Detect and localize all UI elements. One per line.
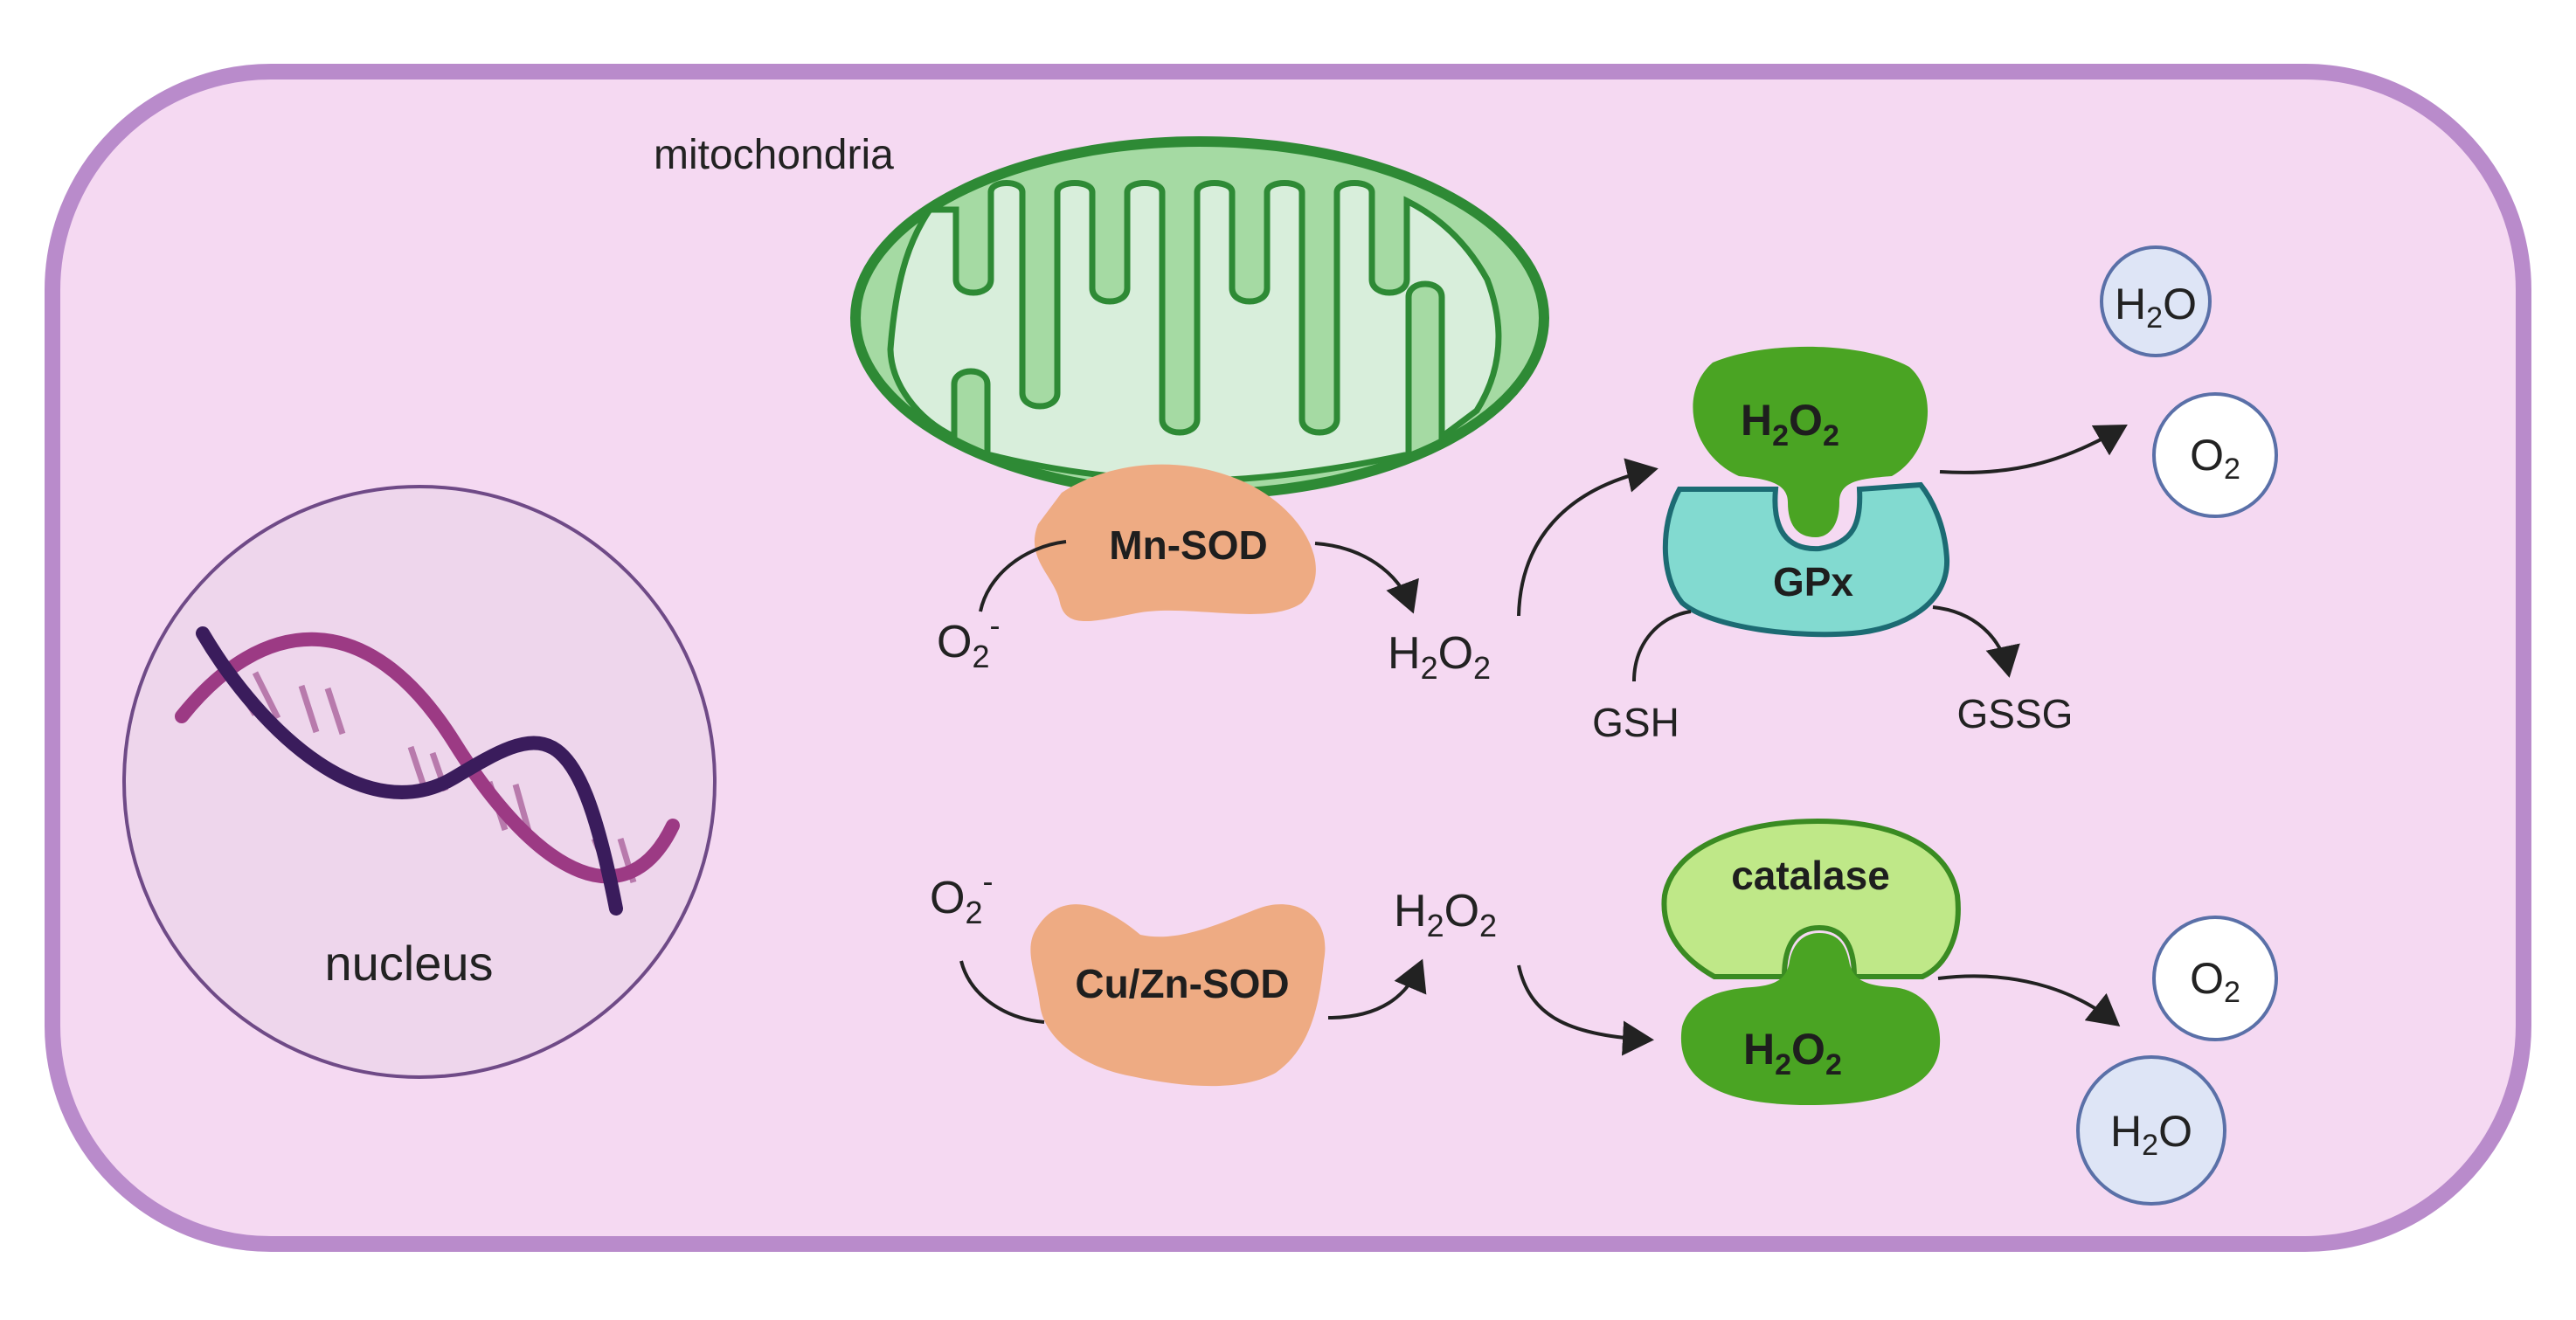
catalase-enzyme — [1661, 818, 1961, 979]
gsh-label: GSH — [1592, 700, 1679, 745]
nucleus-label: nucleus — [324, 936, 493, 991]
superoxide-mito-label: O2- — [937, 607, 1000, 674]
arrow-superoxide-to-cu-zn-sod — [959, 960, 1045, 1024]
gpx-enzyme — [1662, 481, 1950, 638]
cu-zn-sod-label: Cu/Zn-SOD — [1075, 961, 1289, 1006]
gssg-label: GSSG — [1957, 691, 2074, 736]
catalase-complex: catalase H2O2 — [1661, 818, 1961, 1105]
h2o2-mito-label: H2O2 — [1388, 628, 1491, 686]
arrow-h2o2-to-catalase — [1517, 964, 1654, 1056]
gpx-label: GPx — [1773, 559, 1853, 605]
water-bubble-bottom: H2O — [2076, 1055, 2226, 1206]
mitochondrion-icon — [850, 136, 1549, 500]
svg-text:O2: O2 — [2190, 954, 2240, 1009]
h2o2-catalase-label: H2O2 — [1743, 1025, 1842, 1082]
h2o2-substrate-catalase — [1680, 933, 1941, 1105]
arrow-superoxide-to-mn-sod — [979, 540, 1067, 612]
h2o2-cyto-label: H2O2 — [1394, 886, 1497, 943]
superoxide-cyto-label: O2- — [930, 863, 993, 930]
arrow-catalase-to-products — [1937, 974, 2121, 1026]
mn-sod-enzyme — [1034, 464, 1316, 622]
water-bubble-top: H2O — [2100, 245, 2212, 357]
gpx-complex: GPx H2O2 — [1662, 346, 1950, 638]
cu-zn-sod-enzyme — [1030, 904, 1326, 1087]
arrow-gpx-to-gssg — [1932, 605, 2020, 678]
arrow-gpx-to-products — [1939, 424, 2128, 474]
nucleus: nucleus — [122, 485, 717, 1079]
svg-text:O2: O2 — [2190, 431, 2240, 486]
h2o2-gpx-label: H2O2 — [1741, 396, 1839, 453]
oxygen-bubble-top: O2 — [2152, 392, 2278, 518]
arrow-mn-sod-to-h2o2 — [1314, 542, 1419, 614]
mitochondria-label: mitochondria — [654, 132, 894, 178]
svg-text:H2O: H2O — [2110, 1107, 2192, 1162]
arrow-cu-zn-sod-to-h2o2 — [1327, 958, 1427, 1019]
h2o2-substrate-gpx — [1693, 346, 1929, 537]
mn-sod-label: Mn-SOD — [1109, 522, 1267, 568]
catalase-label: catalase — [1731, 853, 1890, 898]
dna-helix-icon — [175, 626, 680, 916]
svg-text:H2O: H2O — [2115, 280, 2197, 335]
arrow-gsh-to-gpx — [1632, 610, 1692, 682]
oxygen-bubble-bottom: O2 — [2152, 916, 2278, 1041]
arrow-h2o2-to-gpx — [1517, 458, 1658, 617]
